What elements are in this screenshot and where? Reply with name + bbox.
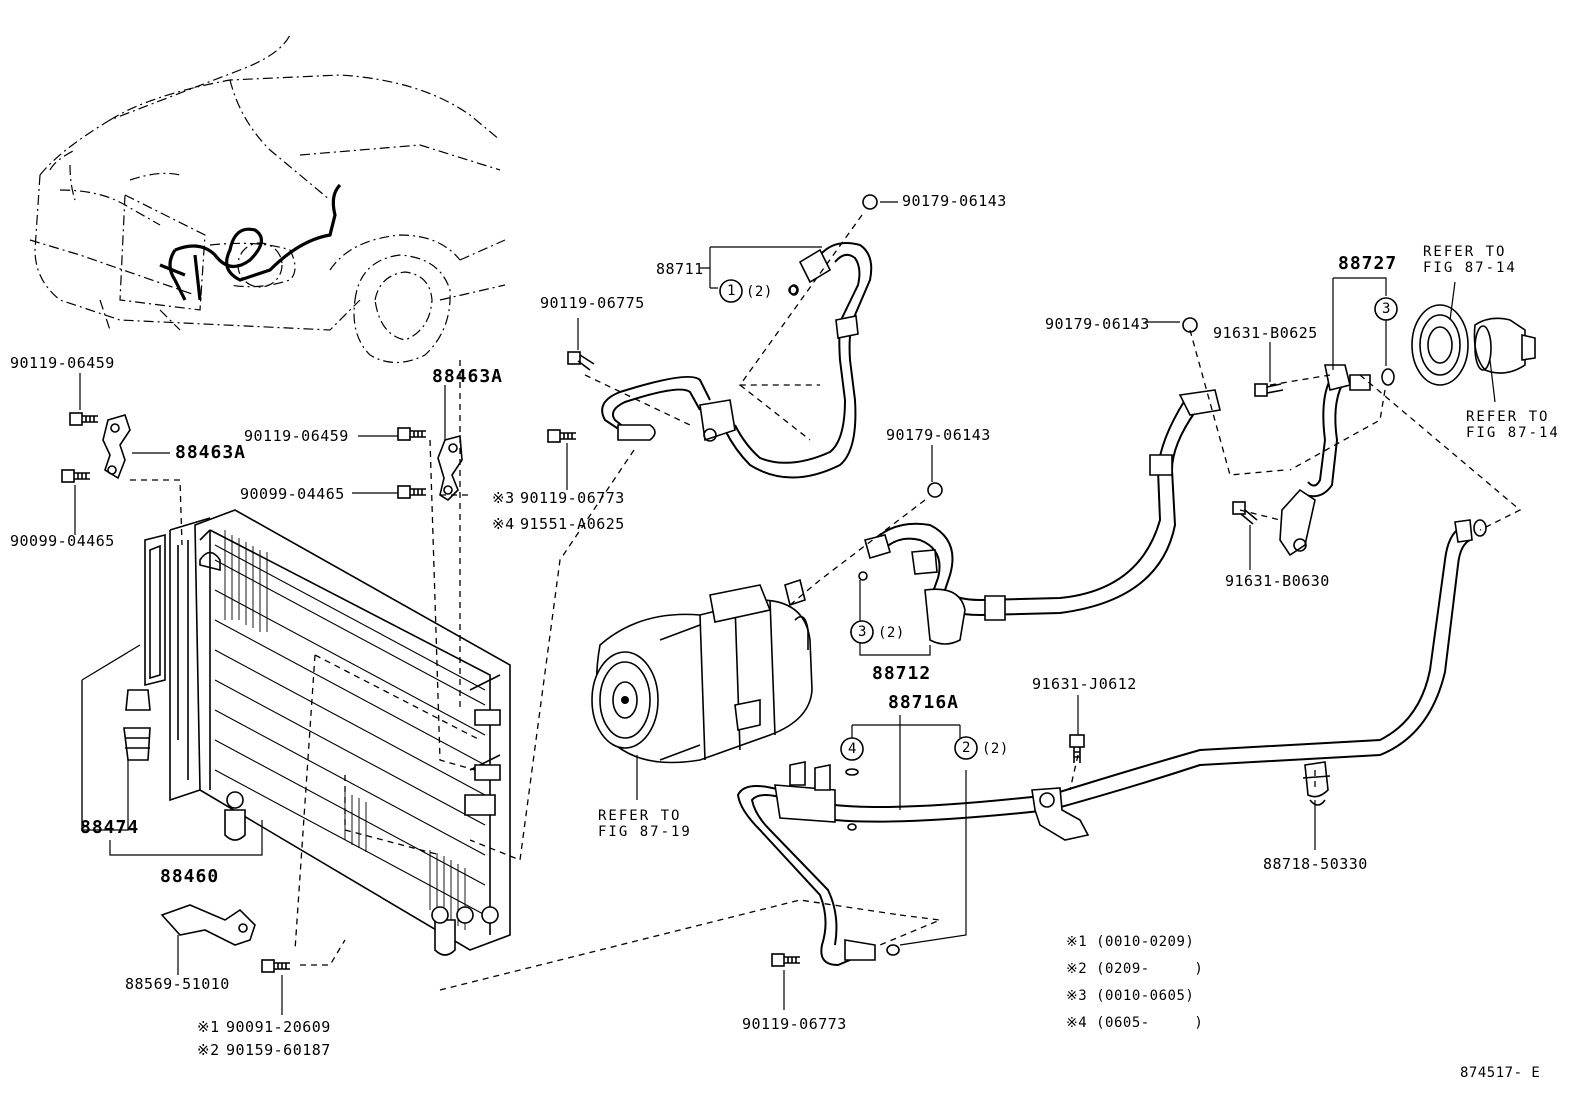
label-91631-B0630: 91631-B0630: [1225, 572, 1330, 590]
marker-1: ※1: [197, 1018, 220, 1036]
label-88569-51010: 88569-51010: [125, 975, 230, 993]
label-90179-06143-mid: 90179-06143: [886, 426, 991, 444]
label-90119-06773-bottom: 90119-06773: [742, 1015, 847, 1033]
label-90119-06773-top: 90119-06773: [520, 489, 625, 507]
marker-2: ※2: [197, 1041, 220, 1059]
note-text: (0605- ): [1096, 1015, 1204, 1031]
badge-4: 4: [848, 741, 857, 757]
leader-lines: [130, 214, 1522, 991]
clamp-88718: [1302, 761, 1331, 806]
note-row: ※1 (0010-0209): [1066, 935, 1203, 949]
callout-lines: [74, 201, 1496, 1015]
label-88460: 88460: [160, 866, 220, 887]
label-90091-20609: 90091-20609: [226, 1018, 331, 1036]
note-mark: ※2: [1066, 961, 1088, 977]
label-88718-50330: 88718-50330: [1263, 855, 1368, 873]
badge-2: 2: [962, 740, 971, 756]
o-rings: [847, 823, 857, 831]
refer-fig-87-19: REFER TO FIG 87-19: [598, 808, 692, 840]
bolts: [61, 194, 1284, 973]
label-88727: 88727: [1338, 253, 1398, 274]
vehicle-outline: [29, 34, 506, 364]
label-90119-06459-mid: 90119-06459: [244, 427, 349, 445]
seal-strip: [123, 533, 166, 761]
label-88463A-left: 88463A: [175, 442, 247, 463]
condenser: [169, 509, 511, 956]
note-mark: ※3: [1066, 988, 1088, 1004]
badge-1: 1: [727, 283, 736, 299]
note-mark: ※1: [1066, 934, 1088, 950]
label-90099-04465-mid: 90099-04465: [240, 485, 345, 503]
label-88716A: 88716A: [888, 692, 960, 713]
label-88711: 88711: [656, 260, 704, 278]
bracket-88463A-left: [102, 414, 131, 480]
label-88463A-top: 88463A: [432, 366, 504, 387]
circled-badges: [719, 279, 1398, 776]
qty-2: (2): [982, 741, 1009, 757]
diagram-id: 874517- E: [1460, 1065, 1541, 1081]
liquid-pipe-88716A: [736, 519, 1487, 967]
hose-88712: [858, 389, 1221, 645]
clutch-pulley: [1411, 304, 1536, 386]
compressor: [591, 578, 813, 764]
refer-fig-87-14-top: REFER TO FIG 87-14: [1423, 244, 1517, 276]
label-91631-J0612: 91631-J0612: [1032, 675, 1137, 693]
qty-1: (2): [746, 284, 773, 300]
label-90179-06143-right: 90179-06143: [1045, 315, 1150, 333]
marker-4: ※4: [492, 515, 515, 533]
note-row: ※3 (0010-0605): [1066, 989, 1203, 1003]
label-90119-06775: 90119-06775: [540, 294, 645, 312]
note-row: ※2 (0209- ): [1066, 962, 1203, 976]
note-row: ※4 (0605- ): [1066, 1016, 1203, 1030]
badge-3-top: 3: [1382, 301, 1391, 317]
note-mark: ※4: [1066, 1015, 1088, 1031]
label-88474: 88474: [80, 817, 140, 838]
label-91551-A0625: 91551-A0625: [520, 515, 625, 533]
label-91631-B0625: 91631-B0625: [1213, 324, 1318, 342]
pipe-88727: [1279, 364, 1395, 557]
qty-3: (2): [878, 625, 905, 641]
note-text: (0209- ): [1096, 961, 1204, 977]
notes-legend: ※1 (0010-0209) ※2 (0209- ) ※3 (0010-0605…: [1066, 935, 1203, 1030]
hose-88711: [601, 242, 873, 479]
note-text: (0010-0605): [1096, 988, 1195, 1004]
label-90099-04465-left: 90099-04465: [10, 532, 115, 550]
bracket-88569: [160, 904, 256, 946]
badge-3-bottom: 3: [858, 624, 867, 640]
label-90119-06459-left: 90119-06459: [10, 354, 115, 372]
bracket-88463A-right: [437, 434, 463, 502]
label-90179-06143-top: 90179-06143: [902, 192, 1007, 210]
note-text: (0010-0209): [1096, 934, 1195, 950]
marker-3: ※3: [492, 489, 515, 507]
refer-fig-87-14-bottom: REFER TO FIG 87-14: [1466, 409, 1560, 441]
label-88712: 88712: [872, 663, 932, 684]
label-90159-60187: 90159-60187: [226, 1041, 331, 1059]
